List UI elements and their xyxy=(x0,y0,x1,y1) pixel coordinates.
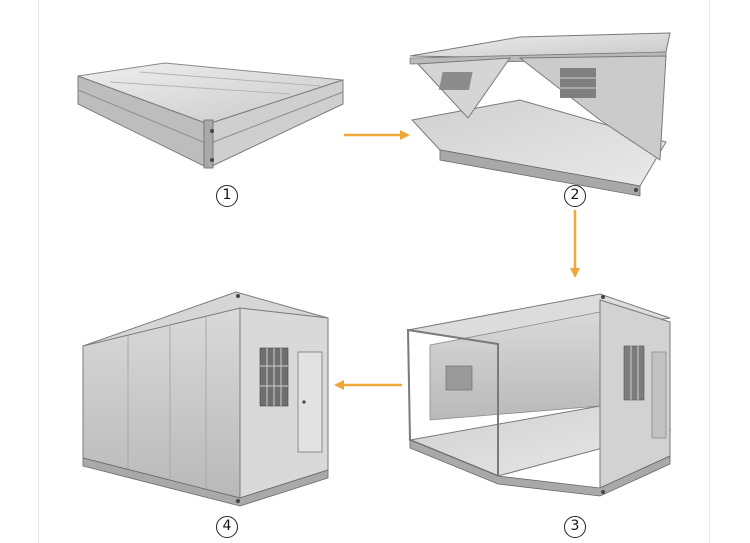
right-border xyxy=(709,0,710,543)
left-border xyxy=(38,0,39,543)
closed-container-icon xyxy=(82,291,329,507)
stage-2-label: 2 xyxy=(564,185,586,207)
stage-3-label: 3 xyxy=(564,516,586,538)
unfolding-container-icon xyxy=(409,32,671,197)
stage-4-label: 4 xyxy=(216,516,238,538)
stage-1-label: 1 xyxy=(216,185,238,207)
folded-container-icon xyxy=(77,62,344,169)
open-container-icon xyxy=(406,293,672,497)
